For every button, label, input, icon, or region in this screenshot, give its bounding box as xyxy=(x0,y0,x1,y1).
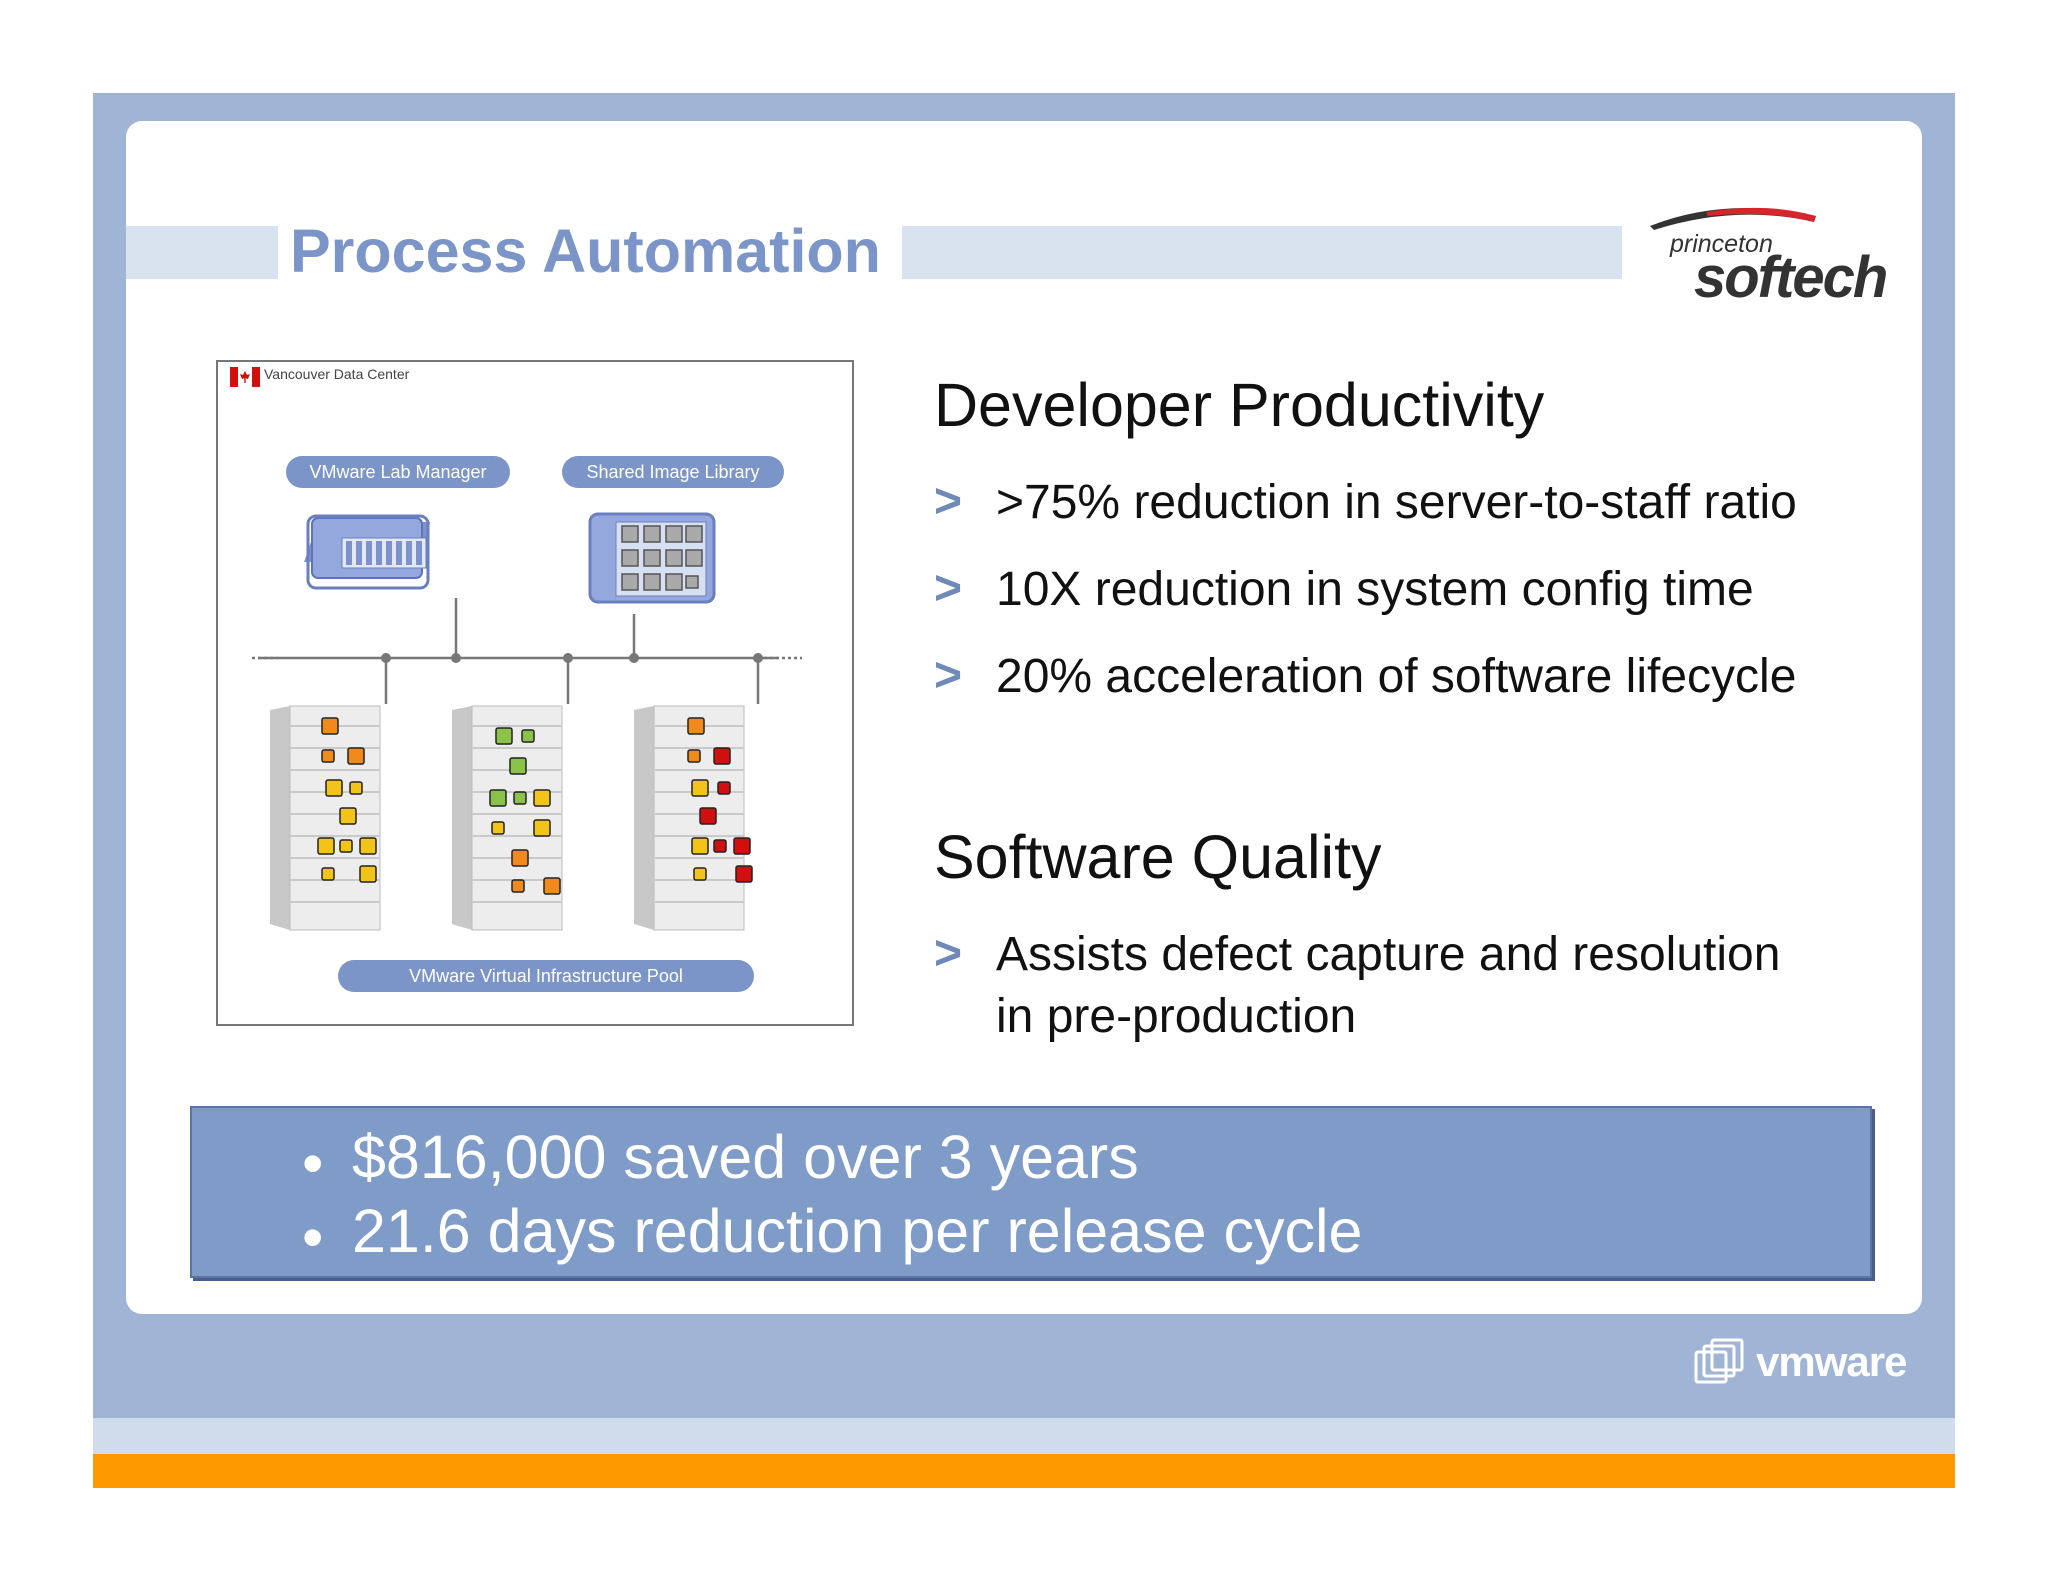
summary-box: • $816,000 saved over 3 years • 21.6 day… xyxy=(190,1106,1872,1278)
summary-bullet-dot: • xyxy=(302,1203,324,1271)
software-quality-heading: Software Quality xyxy=(934,823,1382,891)
lab-manager-server-icon xyxy=(304,514,430,590)
infrastructure-pool-label: VMware Virtual Infrastructure Pool xyxy=(338,960,754,992)
logo-text-softech: softech xyxy=(1694,245,1888,310)
page-title: Process Automation xyxy=(290,217,881,285)
server-rack-2 xyxy=(452,705,563,931)
vmware-wordmark: vmware xyxy=(1756,1338,1907,1385)
productivity-bullet-1: >75% reduction in server-to-staff ratio xyxy=(996,476,1797,529)
quality-bullet-line-1: Assists defect capture and resolution xyxy=(996,928,1781,981)
image-library-server-icon xyxy=(588,512,716,604)
title-bar-left xyxy=(126,226,278,279)
diagram-graphic xyxy=(252,512,802,931)
canada-flag-icon xyxy=(230,367,260,387)
server-rack-3 xyxy=(634,705,753,931)
datacenter-label: Vancouver Data Center xyxy=(264,366,410,382)
bullet-arrow-icon: > xyxy=(934,475,963,528)
image-library-label: Shared Image Library xyxy=(562,456,784,488)
bullet-arrow-icon: > xyxy=(934,649,963,702)
server-rack-1 xyxy=(270,705,381,931)
vmware-squares-icon xyxy=(1694,1338,1744,1384)
bullet-arrow-icon: > xyxy=(934,562,963,615)
bullet-arrow-icon: > xyxy=(934,927,963,980)
summary-bullet-dot: • xyxy=(302,1129,324,1197)
logo-text-princeton: princeton xyxy=(1670,230,1773,258)
footer-accent-bar xyxy=(93,1454,1955,1488)
quality-bullet-line-2: in pre-production xyxy=(996,990,1357,1043)
developer-productivity-heading: Developer Productivity xyxy=(934,371,1545,439)
infrastructure-diagram: Vancouver Data Center xyxy=(216,360,854,1026)
title-bar-right xyxy=(902,226,1622,279)
summary-line-1: $816,000 saved over 3 years xyxy=(352,1123,1139,1191)
network-lines xyxy=(258,598,778,704)
logo-swoosh-icon xyxy=(1650,207,1816,230)
productivity-bullet-3: 20% acceleration of software lifecycle xyxy=(996,650,1797,703)
summary-line-2: 21.6 days reduction per release cycle xyxy=(352,1197,1363,1265)
princeton-softech-logo: princeton softech xyxy=(1640,200,1910,310)
vmware-logo: vmware xyxy=(1694,1338,1914,1394)
lab-manager-label: VMware Lab Manager xyxy=(286,456,510,488)
productivity-bullet-2: 10X reduction in system config time xyxy=(996,563,1754,616)
footer-strip xyxy=(93,1418,1955,1454)
